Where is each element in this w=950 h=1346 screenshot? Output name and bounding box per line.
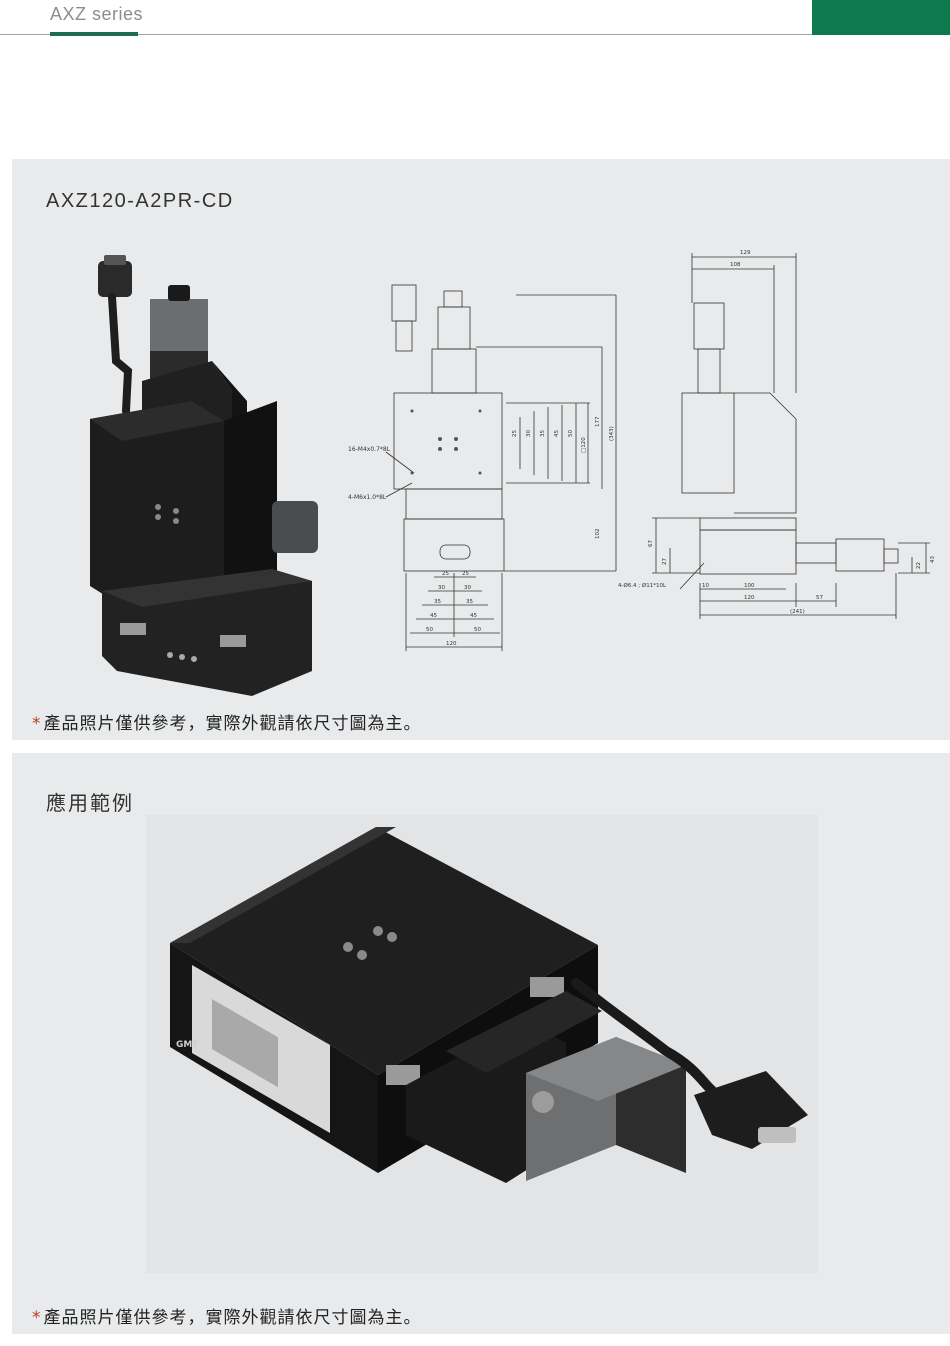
- disclaimer-asterisk: *: [32, 714, 42, 734]
- front-dim-343: (343): [609, 426, 615, 441]
- front-dim-b45b: 45: [470, 613, 477, 619]
- side-dim-108: 108: [730, 262, 741, 268]
- product-photo: [90, 255, 318, 696]
- front-dim-b50b: 50: [474, 627, 481, 633]
- application-photo: GMT: [170, 827, 808, 1183]
- front-dimension-drawing: 16-M4x0.7*8L 4-M6x1.0*8L 25 30 35 45 50 …: [348, 284, 617, 651]
- front-dim-b30b: 30: [464, 585, 471, 591]
- side-dim-43: 43: [930, 556, 936, 563]
- side-dim-241: (241): [790, 609, 805, 615]
- spec-disclaimer: *產品照片僅供參考，實際外觀請依尺寸圖為主。: [32, 709, 422, 734]
- front-dim-102: 102: [595, 529, 601, 540]
- brand-mark: GMT: [176, 1040, 199, 1050]
- series-label: AXZ series: [50, 4, 144, 24]
- front-callout-tap2: 4-M6x1.0*8L: [348, 494, 387, 501]
- application-panel: 應用範例 GMT *產品照片僅供參考，實際外觀請依尺寸圖為主。: [12, 753, 950, 1334]
- application-disclaimer: *產品照片僅供參考，實際外觀請依尺寸圖為主。: [32, 1303, 422, 1328]
- side-dim-27: 27: [662, 558, 668, 565]
- front-dim-b25b: 25: [462, 571, 469, 577]
- disclaimer-asterisk: *: [32, 1308, 42, 1328]
- front-dim-b45a: 45: [430, 613, 437, 619]
- front-dim-b35b: 35: [466, 599, 473, 605]
- front-dim-b30a: 30: [438, 585, 445, 591]
- model-title: AXZ120-A2PR-CD: [46, 190, 234, 212]
- side-dim-120: 120: [744, 595, 755, 601]
- header-divider: [0, 34, 812, 35]
- front-dim-b50a: 50: [426, 627, 433, 633]
- header-green-block: [812, 0, 950, 35]
- front-dim-120: □120: [581, 437, 587, 453]
- side-dim-10: 10: [702, 583, 709, 589]
- front-dim-45: 45: [554, 430, 560, 437]
- front-dim-50: 50: [568, 430, 574, 437]
- side-dim-129: 129: [740, 250, 751, 256]
- front-dim-b120: 120: [446, 641, 457, 647]
- side-dim-57: 57: [816, 595, 823, 601]
- front-dim-35: 35: [540, 430, 546, 437]
- front-dim-b25a: 25: [442, 571, 449, 577]
- side-dimension-drawing: 129 108 67 27 43 22 4-Ø6.4 ; Ø11*10L 10 …: [618, 250, 936, 619]
- front-dim-177: 177: [595, 416, 601, 427]
- side-dim-22: 22: [916, 562, 922, 569]
- front-dim-b35a: 35: [434, 599, 441, 605]
- front-dim-25: 25: [512, 430, 518, 437]
- side-dim-100: 100: [744, 583, 755, 589]
- spec-panel: AXZ120-A2PR-CD: [12, 159, 950, 740]
- side-callout-hole: 4-Ø6.4 ; Ø11*10L: [618, 582, 667, 589]
- disclaimer-text: 產品照片僅供參考，實際外觀請依尺寸圖為主。: [43, 714, 422, 734]
- front-dim-30: 30: [526, 430, 532, 437]
- header-accent-bar: [50, 32, 138, 36]
- disclaimer-text: 產品照片僅供參考，實際外觀請依尺寸圖為主。: [43, 1308, 422, 1328]
- side-dim-67: 67: [648, 540, 654, 547]
- front-callout-tap: 16-M4x0.7*8L: [348, 446, 391, 453]
- application-title: 應用範例: [46, 791, 134, 815]
